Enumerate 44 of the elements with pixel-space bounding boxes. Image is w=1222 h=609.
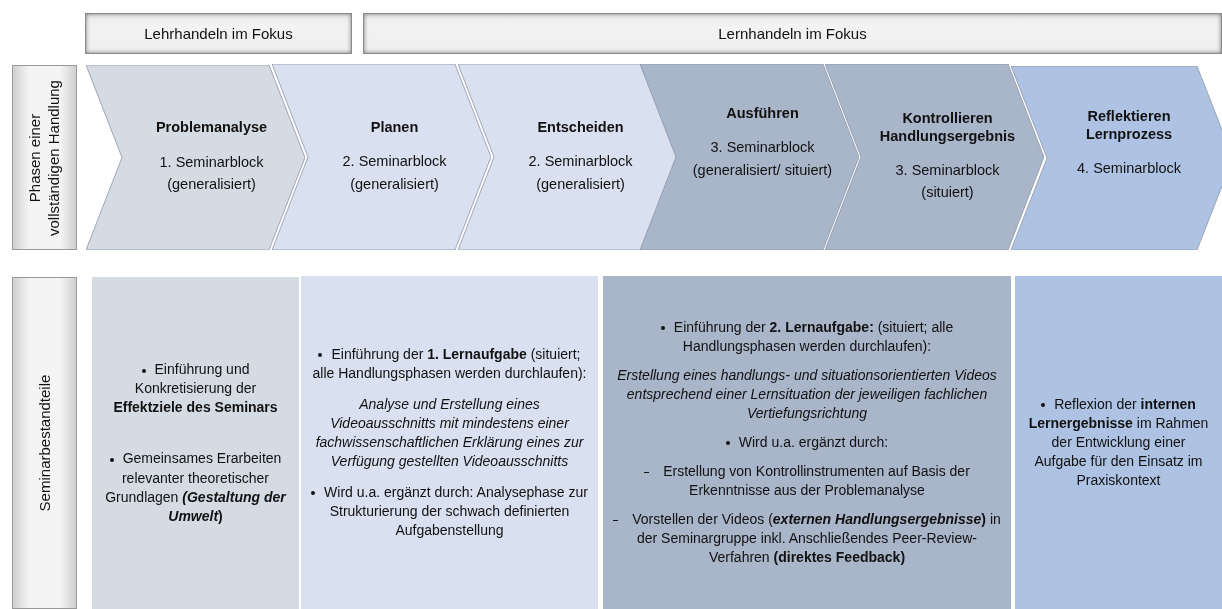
row-header <box>12 65 77 250</box>
panel-text: Analyse und Erstellung eines Videoausschnitts mit mindestens einer fachwissenschaftlichen Erklärung eines zur Verfügung gestellten Videoausschnitts <box>314 394 585 471</box>
panel-text: Einführung der 2. Lernaufgabe: (situiert; alle Handlungsphasen werden durchlaufen): <box>613 317 1001 356</box>
phase-detail: (generalisiert) <box>536 174 625 194</box>
phase-step <box>640 64 859 250</box>
phase-detail: (generalisiert) <box>167 175 256 195</box>
header-text: Lehrhandeln im Fokus <box>144 25 293 42</box>
panel-text: Einführung der 1. Lernaufgabe (situiert; alle Handlungsphasen werden durchlaufen): <box>311 344 588 383</box>
content-panel <box>301 276 598 609</box>
phase-title: Kontrollieren Handlungsergebnis <box>878 110 1017 145</box>
phase-detail: 4. Seminarblock <box>1077 159 1181 179</box>
phase-title: Reflektieren Lernprozess <box>1084 108 1174 144</box>
phase-detail: 3. Seminarblock <box>710 138 815 158</box>
phase-detail: (generalisiert) <box>350 174 439 194</box>
panel-text: Erstellung eines handlungs- und situationsorientierten Videos entsprechend einer Lernsituation der jeweiligen fachlichen Vertiefungsrichtung <box>616 365 998 423</box>
row-label: Phasen einer vollständigen Handlung <box>25 78 63 238</box>
phase-detail: 2. Seminarblock <box>342 152 447 172</box>
phase-step <box>458 64 677 250</box>
phase-detail: 1. Seminarblock <box>159 152 264 172</box>
panel-text: Wird u.a. ergänzt durch: Analysephase zur Strukturierung der schwach definierten Aufgabenstellung <box>311 483 588 541</box>
header-bar <box>363 13 1222 54</box>
phase-detail: (generalisiert/ situiert) <box>692 160 833 180</box>
phase-detail: (situiert) <box>921 183 974 203</box>
panel-text: Einführung und Konkretisierung der Effektziele des Seminars <box>112 360 279 418</box>
content-panel <box>1015 276 1222 609</box>
phase-title: Ausführen <box>726 104 799 123</box>
phase-detail: 3. Seminarblock <box>895 160 1000 180</box>
phase-title: Problemanalyse <box>155 119 268 137</box>
panel-text: Erstellung von Kontrollinstrumenten auf Basis der Erkenntnisse aus der Problemanalyse <box>613 462 1001 501</box>
header-text: Lernhandeln im Fokus <box>718 25 867 42</box>
panel-text: Wird u.a. ergänzt durch: <box>725 433 889 452</box>
phase-step <box>272 64 491 250</box>
row-label: Seminarbestandteile <box>35 373 54 514</box>
header-bar <box>85 13 352 54</box>
panel-text: Vorstellen der Videos (externen Handlungsergebnisse) in der Seminargruppe inkl. Anschließendes Peer-Review-Verfahren (direktes Feedback) <box>613 510 1001 568</box>
phase-detail: 2. Seminarblock <box>528 152 633 172</box>
panel-text: Gemeinsames Erarbeiten relevanter theoretischer Grundlagen (Gestaltung der Umwelt) <box>104 449 288 526</box>
content-panel <box>603 276 1011 609</box>
phase-title: Entscheiden <box>537 118 624 137</box>
panel-text: Reflexion der internen Lernergebnisse im Rahmen der Entwicklung einer Aufgabe für den Einsatz im Praxiskontext <box>1027 394 1210 491</box>
phase-title: Planen <box>370 118 419 137</box>
phase-step <box>86 65 305 250</box>
content-panel <box>92 277 299 609</box>
row-header <box>12 277 77 609</box>
